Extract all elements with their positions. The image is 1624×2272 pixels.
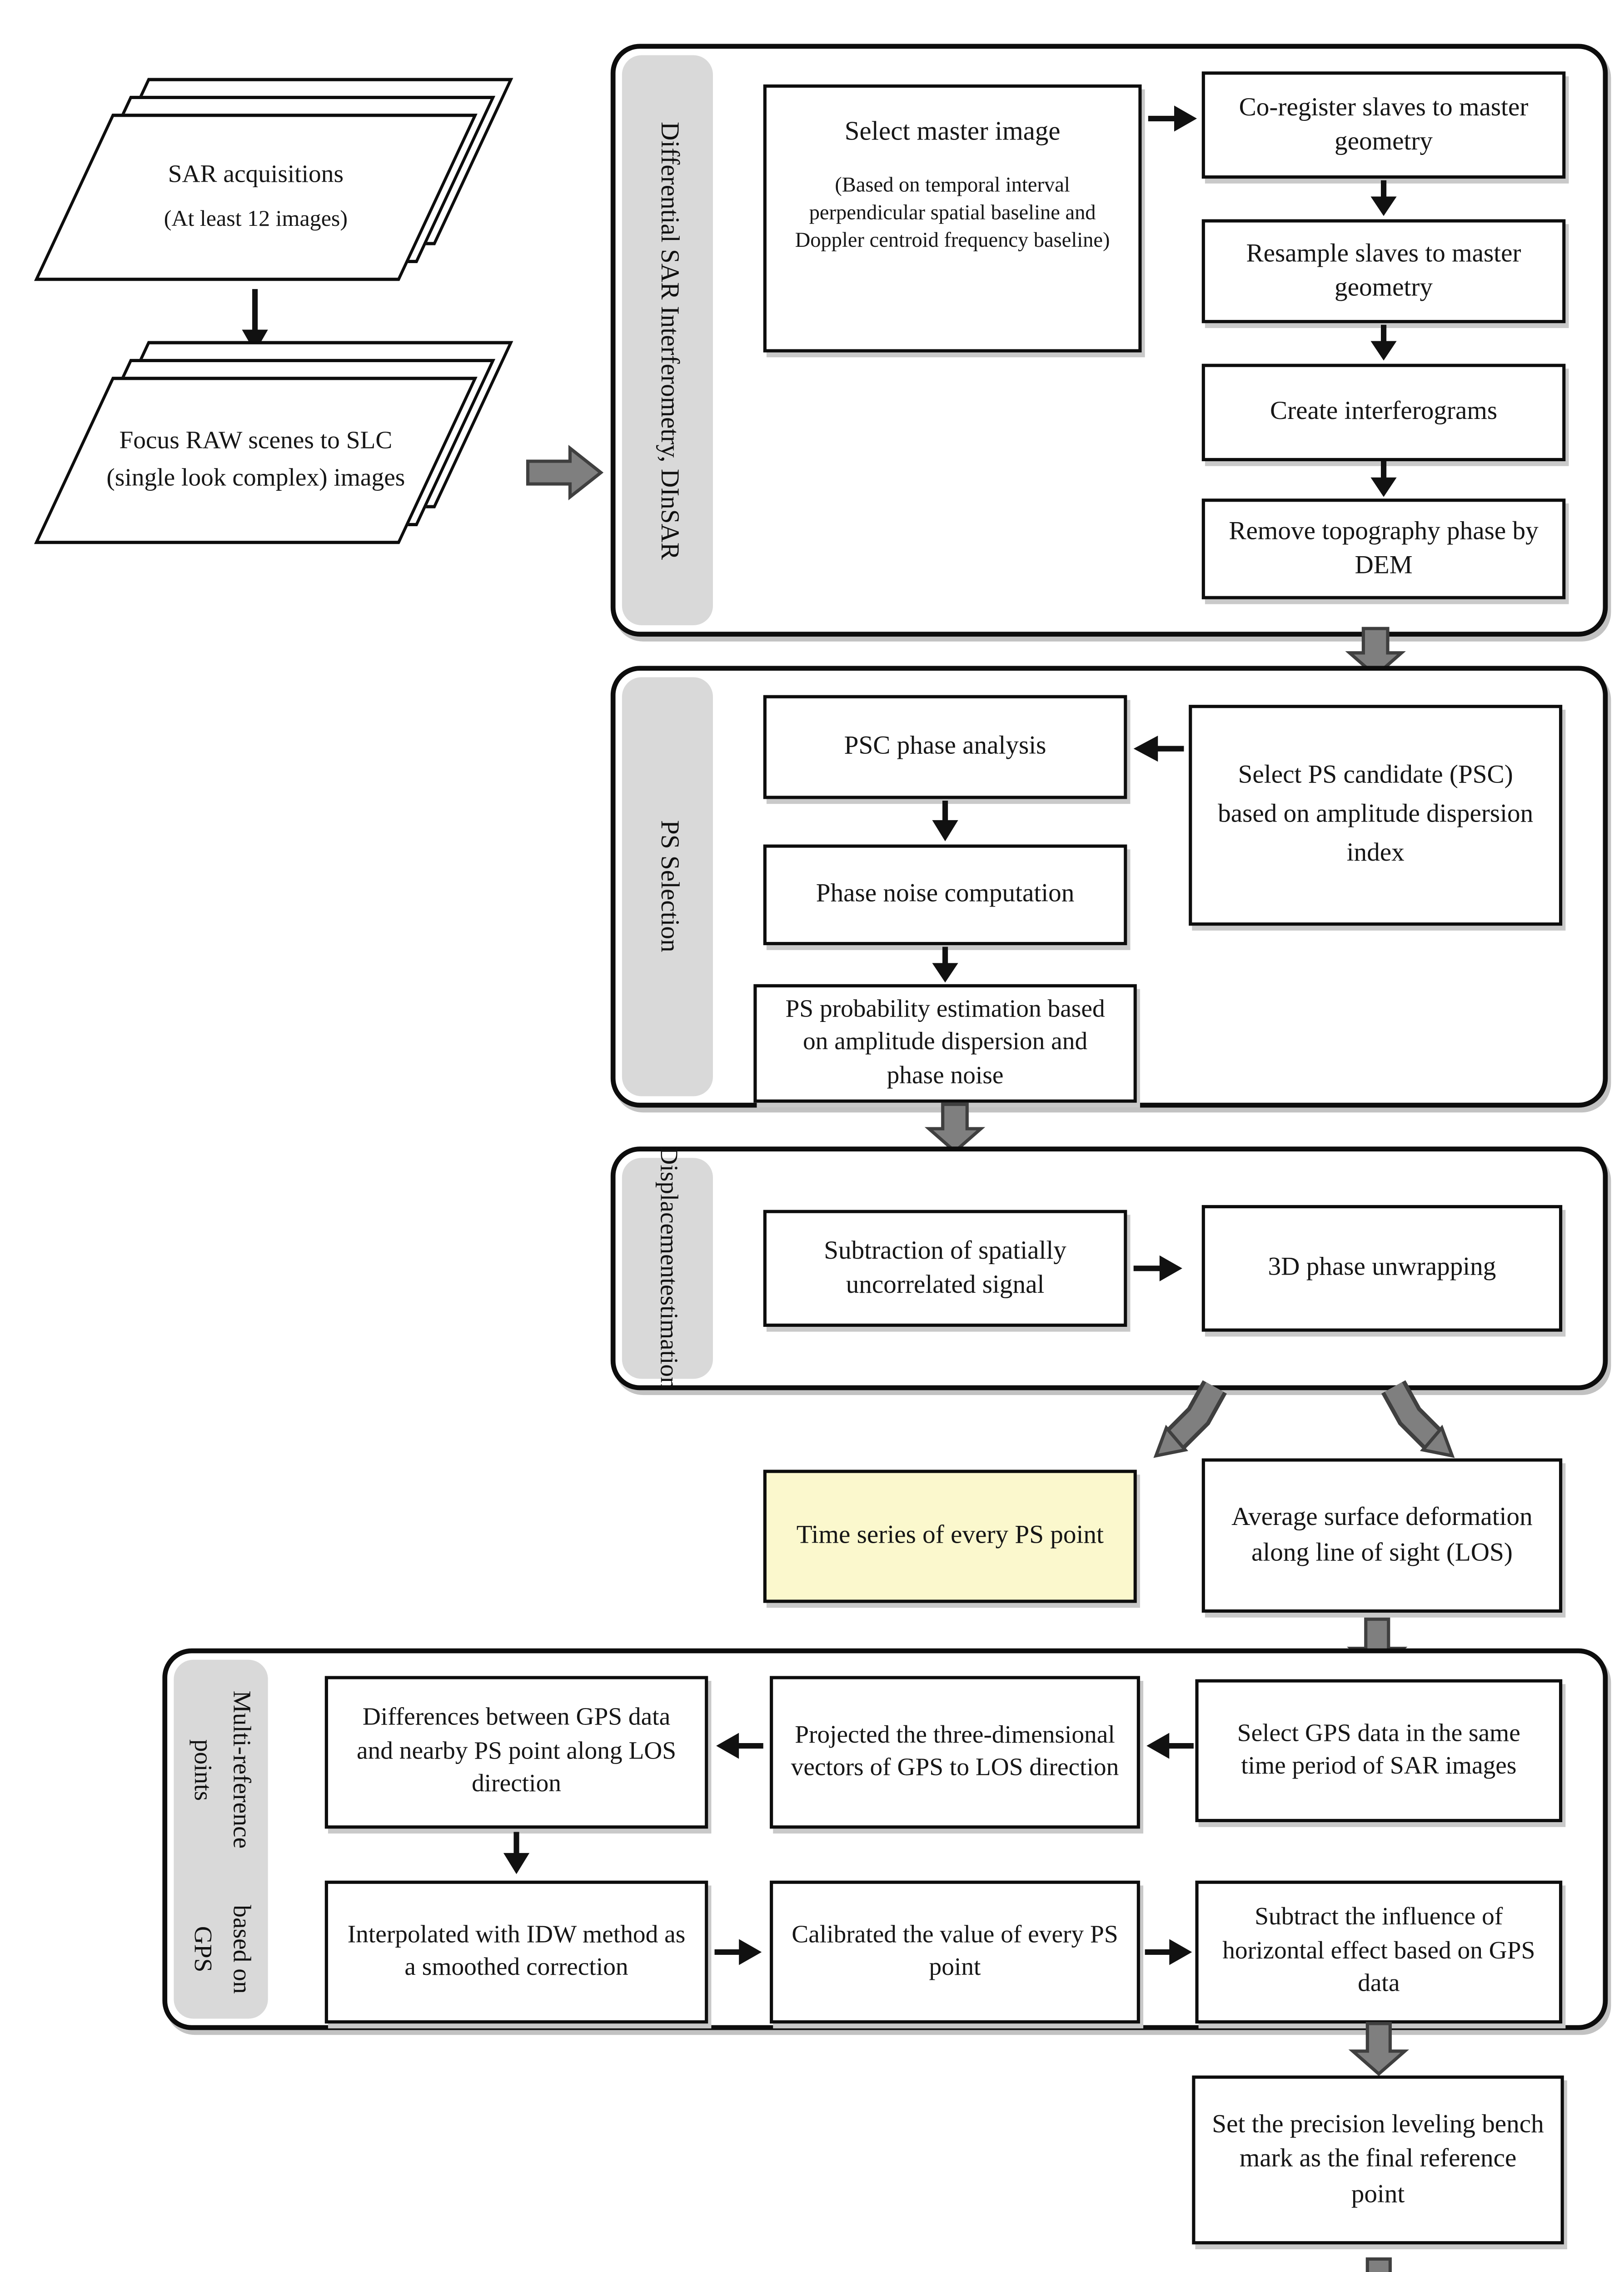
ps-probability-text: PS probability estimation based on ampli… (785, 995, 1105, 1090)
psc-phase-analysis-text: PSC phase analysis (844, 733, 1046, 761)
arrow-displacement-to-avglos-icon (1374, 1380, 1471, 1465)
phase-unwrapping-box: 3D phase unwrapping (1201, 1205, 1563, 1332)
arrow-master-to-coregister-icon (1148, 101, 1199, 137)
resample-box: Resample slaves to master geometry (1201, 219, 1566, 324)
select-master-note: (Based on temporal interval perpendicula… (795, 172, 1110, 251)
resample-text: Resample slaves to master geometry (1246, 240, 1521, 302)
select-psc-box: Select PS candidate (PSC) based on ampli… (1189, 705, 1563, 926)
gps-calibrated-box: Calibrated the value of every PS point (770, 1880, 1140, 2024)
phase-unwrapping-text: 3D phase unwrapping (1268, 1254, 1496, 1282)
gps-interpolated-box: Interpolated with IDW method as a smooth… (324, 1880, 708, 2024)
subtraction-box: Subtraction of spatially uncorrelated si… (763, 1210, 1127, 1327)
arrow-subtraction-to-unwrapping-icon (1133, 1251, 1184, 1286)
ps-selection-section-label: PS Selection (622, 677, 713, 1096)
gps-projected-text: Projected the three-dimensional vectors … (791, 1720, 1119, 1782)
gps-differences-text: Differences between GPS data and nearby … (356, 1704, 677, 1799)
gps-select-box: Select GPS data in the same time period … (1195, 1679, 1563, 1823)
arrow-displacement-to-timeseries-icon (1137, 1380, 1234, 1465)
sar-acquisitions-stack: SAR acquisitions (At least 12 images) (34, 114, 478, 281)
arrow-dinsar-to-psselection-icon (1345, 627, 1406, 678)
gps-subtract-box: Subtract the influence of horizontal eff… (1195, 1880, 1563, 2024)
create-interferograms-text: Create interferograms (1270, 399, 1498, 426)
arrow-projected-to-differences-icon (715, 1728, 763, 1764)
phase-noise-text: Phase noise computation (816, 881, 1075, 909)
arrow-gps-to-leveling-icon (1348, 2022, 1410, 2076)
arrow-focus-to-dinsar-icon (526, 445, 604, 501)
dinsar-section-label-text: Differential SAR Interferometry, DInSAR (655, 121, 683, 559)
ps-probability-box: PS probability estimation based on ampli… (753, 984, 1137, 1103)
leveling-benchmark-box: Set the precision leveling bench mark as… (1192, 2075, 1564, 2245)
remove-topography-box: Remove topography phase by DEM (1201, 498, 1566, 599)
arrow-leveling-to-final-icon (1350, 2257, 1408, 2272)
select-psc-text: Select PS candidate (PSC) based on ampli… (1218, 762, 1534, 867)
arrow-select-to-projected-icon (1145, 1728, 1194, 1764)
arrow-interpolated-to-calibrated-icon (714, 1934, 763, 1970)
coregister-text: Co-register slaves to master geometry (1239, 94, 1529, 156)
gps-label-line2: based on GPS (188, 1905, 255, 1994)
gps-interpolated-text: Interpolated with IDW method as a smooth… (347, 1920, 686, 1982)
ps-selection-label-text: PS Selection (655, 821, 683, 953)
gps-differences-box: Differences between GPS data and nearby … (324, 1676, 708, 1829)
leveling-benchmark-text: Set the precision leveling bench mark as… (1212, 2112, 1544, 2208)
sar-acquisitions-subtitle: (At least 12 images) (164, 207, 348, 232)
select-master-image-box: Select master image (Based on temporal i… (763, 84, 1142, 353)
select-master-title: Select master image (844, 115, 1061, 146)
gps-label-line1: Multi-reference points (188, 1691, 255, 1849)
time-series-text: Time series of every PS point (796, 1522, 1104, 1550)
time-series-box: Time series of every PS point (763, 1470, 1137, 1603)
arrow-coregister-to-resample-icon (1366, 180, 1402, 218)
arrow-resample-to-interferograms-icon (1366, 324, 1402, 362)
arrow-phasenoise-to-probability-icon (927, 947, 963, 984)
dinsar-section-label: Differential SAR Interferometry, DInSAR (622, 55, 713, 625)
gps-subtract-text: Subtract the influence of horizontal eff… (1222, 1903, 1535, 1998)
avg-los-text: Average surface deformation along line o… (1231, 1504, 1533, 1567)
arrow-psc-to-phasenoise-icon (927, 800, 963, 843)
gps-calibrated-text: Calibrated the value of every PS point (792, 1920, 1118, 1982)
phase-noise-box: Phase noise computation (763, 844, 1127, 946)
gps-projected-box: Projected the three-dimensional vectors … (770, 1676, 1140, 1829)
psc-phase-analysis-box: PSC phase analysis (763, 695, 1127, 799)
gps-select-text: Select GPS data in the same time period … (1237, 1719, 1520, 1780)
arrow-calibrated-to-subtract-icon (1145, 1934, 1194, 1970)
displacement-label-line1: Displacement (654, 1146, 682, 1285)
focus-raw-text: Focus RAW scenes to SLC (single look com… (106, 427, 405, 492)
avg-los-box: Average surface deformation along line o… (1201, 1458, 1563, 1613)
arrow-selectpsc-to-psc-icon (1132, 731, 1184, 767)
displacement-label-line2: estimation (654, 1285, 682, 1390)
sar-acquisitions-title: SAR acquisitions (168, 161, 344, 189)
create-interferograms-box: Create interferograms (1201, 364, 1566, 462)
arrow-interferograms-to-removetopo-icon (1366, 461, 1402, 498)
arrow-differences-to-interpolated-icon (498, 1832, 534, 1875)
focus-raw-stack: Focus RAW scenes to SLC (single look com… (34, 377, 478, 544)
subtraction-text: Subtraction of spatially uncorrelated si… (824, 1237, 1066, 1300)
gps-section-label: Multi-reference points based on GPS (174, 1659, 268, 2019)
arrow-psselection-to-displacement-icon (924, 1102, 986, 1154)
coregister-box: Co-register slaves to master geometry (1201, 71, 1566, 179)
remove-topography-text: Remove topography phase by DEM (1229, 518, 1539, 580)
displacement-section-label: Displacement estimation (622, 1147, 713, 1390)
